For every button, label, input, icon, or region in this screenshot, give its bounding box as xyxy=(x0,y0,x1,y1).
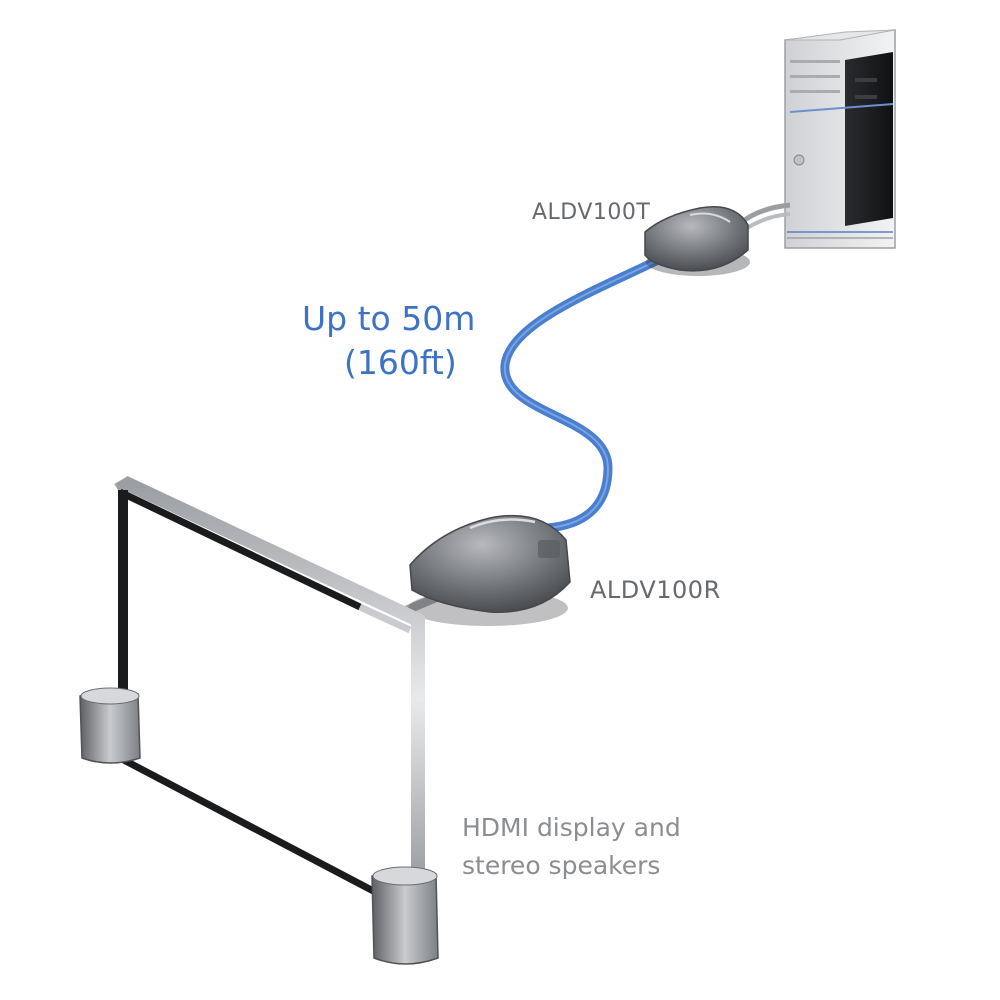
transmitter-unit-icon xyxy=(644,206,750,276)
hdmi-display-icon xyxy=(114,476,425,920)
distance-label-line1: Up to 50m xyxy=(302,299,476,338)
transmitter-label: ALDV100T xyxy=(532,200,651,225)
receiver-label: ALDV100R xyxy=(590,576,721,604)
display-description-line1: HDMI display and xyxy=(462,813,681,842)
pc-tower-icon xyxy=(784,29,896,249)
speaker-icon xyxy=(371,866,439,965)
distance-label-line2: (160ft) xyxy=(344,343,457,382)
cable-path xyxy=(500,250,673,533)
receiver-unit-icon xyxy=(408,514,571,626)
display-description-line2: stereo speakers xyxy=(462,851,661,880)
speaker-icon xyxy=(79,687,141,764)
